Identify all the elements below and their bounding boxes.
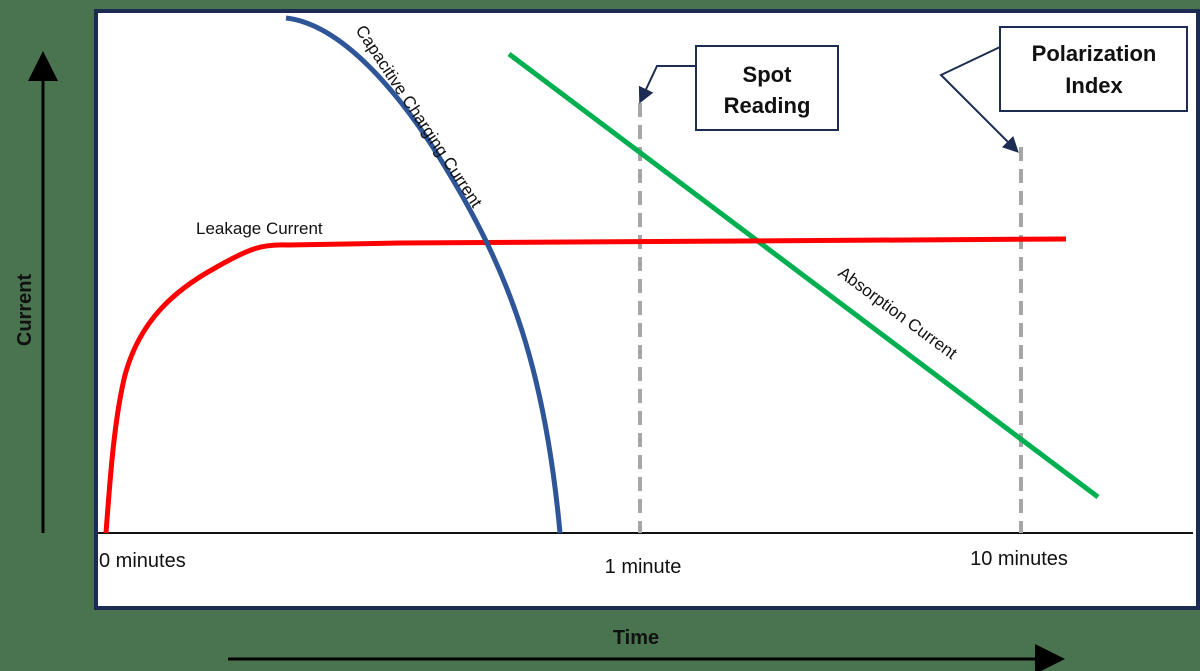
polarization-index-line1: Polarization — [1032, 41, 1157, 66]
tick-0-minutes: 0 minutes — [99, 550, 186, 572]
x-axis-label: Time — [613, 627, 659, 649]
tick-1-minute: 1 minute — [605, 556, 682, 578]
absorption-current-line — [507, 52, 1100, 499]
polarization-index-callout: Polarization Index — [939, 26, 1188, 153]
tick-10-minutes: 10 minutes — [970, 548, 1068, 570]
polarization-index-line2: Index — [1065, 73, 1123, 98]
capacitive-charging-current-label: Capacitive Charging Current — [352, 22, 486, 212]
capacitive-charging-current-line — [285, 15, 563, 534]
spot-reading-callout: Spot Reading — [638, 45, 839, 131]
spot-reading-pointer-icon — [638, 65, 696, 104]
leakage-current-label: Leakage Current — [196, 219, 323, 238]
spot-reading-line1: Spot — [743, 62, 793, 87]
leakage-current-line — [103, 236, 1067, 534]
spot-reading-line2: Reading — [724, 93, 811, 118]
polarization-index-pointer-icon — [939, 46, 1019, 153]
y-axis-label: Current — [14, 274, 36, 347]
